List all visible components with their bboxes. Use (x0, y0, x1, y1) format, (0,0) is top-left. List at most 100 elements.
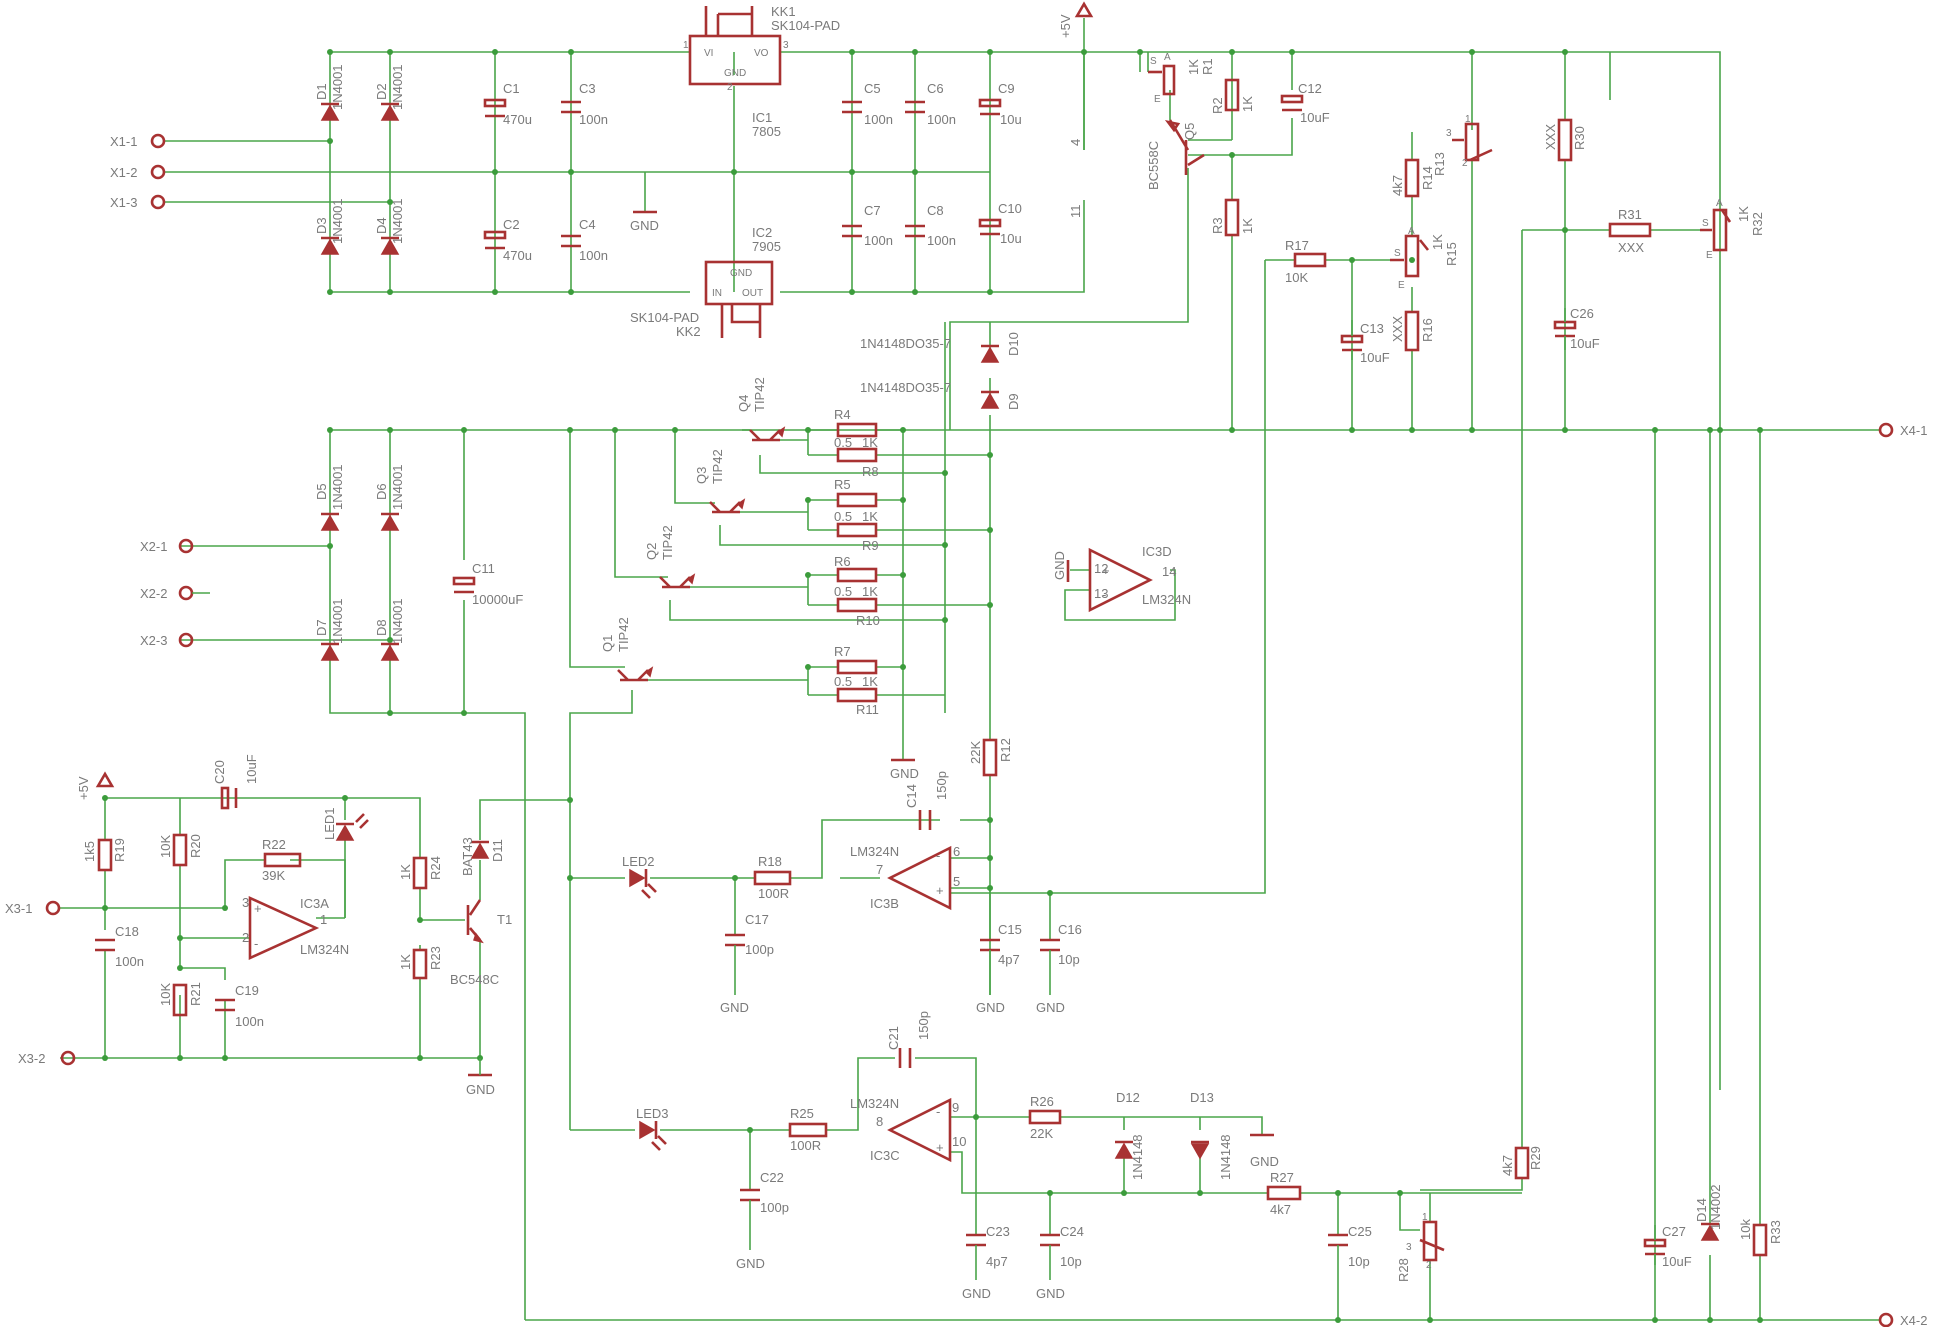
schematic-label: IC3A (300, 896, 329, 911)
schematic-label: 1N4148 (1130, 1134, 1145, 1180)
x2-2-label: X2-2 (140, 586, 167, 601)
resistors-r23-r24: 1K R24 1K R23 (398, 856, 443, 980)
schematic-label: 4k7 (1500, 1155, 1515, 1176)
schematic-label: 3 (242, 895, 249, 910)
schematic-label: 4p7 (986, 1254, 1008, 1269)
schematic-label: GND (724, 68, 746, 79)
schematic-label: R2 (1210, 97, 1225, 114)
svg-text:-: - (1102, 587, 1106, 602)
capacitors-c9-c10: C9 10u C10 10u (978, 81, 1022, 246)
schematic-label: LM324N (850, 1096, 899, 1111)
schematic-label: R31 (1618, 207, 1642, 222)
pot-r28: 3 1 2 R28 (1396, 1212, 1445, 1282)
schematic-label: R12 (998, 738, 1013, 762)
schematic-label: R8 (862, 464, 879, 479)
capacitors-c15-c16: C15 4p7 C16 10p GND GND (976, 922, 1082, 1015)
schematic-label: R30 (1572, 126, 1587, 150)
schematic-label: Q2 (644, 543, 659, 560)
x3-2-label: X3-2 (18, 1051, 45, 1066)
schematic-label: XXX (1543, 124, 1558, 150)
c4-value: 100n (579, 248, 608, 263)
schematic-label: R3 (1210, 217, 1225, 234)
resistor-r26: R26 22K (1028, 1094, 1062, 1141)
c2-value: 470u (503, 248, 532, 263)
schematic-label: 10 (952, 1134, 966, 1149)
d3-label: D3 (314, 217, 329, 234)
schematic-label: R5 (834, 477, 851, 492)
ic1-label: IC1 (752, 110, 772, 125)
capacitor-c14: C14 150p (904, 771, 949, 830)
schematic-label: 7 (876, 862, 883, 877)
schematic-label: GND (1036, 1000, 1065, 1015)
schematic-label: LM324N (300, 942, 349, 957)
kk1-label: KK1 (771, 4, 796, 19)
resistors-r14-r16: 4k7 R14 S A E 1K R15 XXX R16 (1390, 158, 1459, 352)
schematic-label: BC558C (1146, 141, 1161, 190)
x2-1-label: X2-1 (140, 539, 167, 554)
schematic-label: C19 (235, 983, 259, 998)
schematic-label: 150p (934, 771, 949, 800)
schematic-label: 1K (862, 509, 878, 524)
junctions (102, 49, 1763, 1323)
capacitor-c11: C11 10000uF (452, 561, 523, 607)
transistor-t1: T1 BC548C GND (450, 899, 512, 1097)
schematic-label: C20 (212, 760, 227, 784)
svg-text:-: - (936, 1104, 940, 1119)
schematic-label: Q4 (736, 395, 751, 412)
schematic-label: IN (712, 288, 722, 299)
schematic-label: R17 (1285, 238, 1309, 253)
d4-value: 1N4001 (390, 198, 405, 244)
schematic-label: C17 (745, 912, 769, 927)
schematic-label: 1 (1422, 1212, 1428, 1223)
schematic-label: 39K (262, 868, 285, 883)
resistor-r21: 10K R21 (158, 982, 203, 1017)
schematic-label: S (1394, 248, 1401, 259)
capacitor-c13: C13 10uF (1340, 320, 1390, 365)
schematic-label: 0.5 (834, 674, 852, 689)
schematic-label: 9 (952, 1100, 959, 1115)
c8-value: 100n (927, 233, 956, 248)
svg-text:+: + (254, 901, 262, 916)
schematic-label: R10 (856, 613, 880, 628)
schematic-label: 14 (1162, 564, 1176, 579)
schematic-label: 1N4148DO35-7 (860, 336, 951, 351)
power-5v-left: +5V (76, 771, 115, 800)
led2: LED2 (622, 854, 657, 899)
capacitor-c20: C20 10uF (212, 754, 259, 810)
schematic-label: 100p (745, 942, 774, 957)
c2-label: C2 (503, 217, 520, 232)
schematic-label: 100R (790, 1138, 821, 1153)
resistor-r25: R25 100R (788, 1106, 828, 1153)
schematic-label: R32 (1750, 212, 1765, 236)
opamp-ic3c: - + 9 10 8 LM324N IC3C (850, 1096, 966, 1163)
schematic-label: IC3D (1142, 544, 1172, 559)
schematic-label: GND (730, 268, 752, 279)
schematic-label: 3 (783, 40, 789, 51)
schematic-label: 4p7 (998, 952, 1020, 967)
svg-text:-: - (254, 936, 258, 951)
schematic-label: GND (736, 1256, 765, 1271)
schematic-label: R16 (1420, 318, 1435, 342)
schematic-label: 100n (235, 1014, 264, 1029)
schematic-label: 10uF (1300, 110, 1330, 125)
schematic-label: D9 (1006, 393, 1021, 410)
schematic-label: 0.5 (834, 584, 852, 599)
schematic-label: 22K (1030, 1126, 1053, 1141)
c1-label: C1 (503, 81, 520, 96)
schematic-label: 10p (1348, 1254, 1370, 1269)
schematic-label: GND (1250, 1154, 1279, 1169)
capacitor-c22: C22 100p GND (736, 1170, 789, 1271)
resistor-r12: 22K R12 (968, 738, 1013, 777)
schematic-label: 3 (1446, 128, 1452, 139)
schematic-label: D12 (1116, 1090, 1140, 1105)
schematic-label: 10uF (244, 754, 259, 784)
schematic-label: T1 (497, 912, 512, 927)
schematic-label: D11 (490, 839, 505, 862)
d7-label: D7 (314, 619, 329, 636)
output-section: C27 10uF D14 1N4002 10k R33 (1643, 1184, 1783, 1269)
schematic-label: R18 (758, 854, 782, 869)
opamp-ic3d: 12 13 + - 14 IC3D LM324N GND (1052, 544, 1191, 613)
schematic-label: 10K (1285, 270, 1308, 285)
schematic-label: 1N4002 (1708, 1184, 1723, 1230)
connector-x4: X4-1 X4-2 (1878, 422, 1927, 1327)
